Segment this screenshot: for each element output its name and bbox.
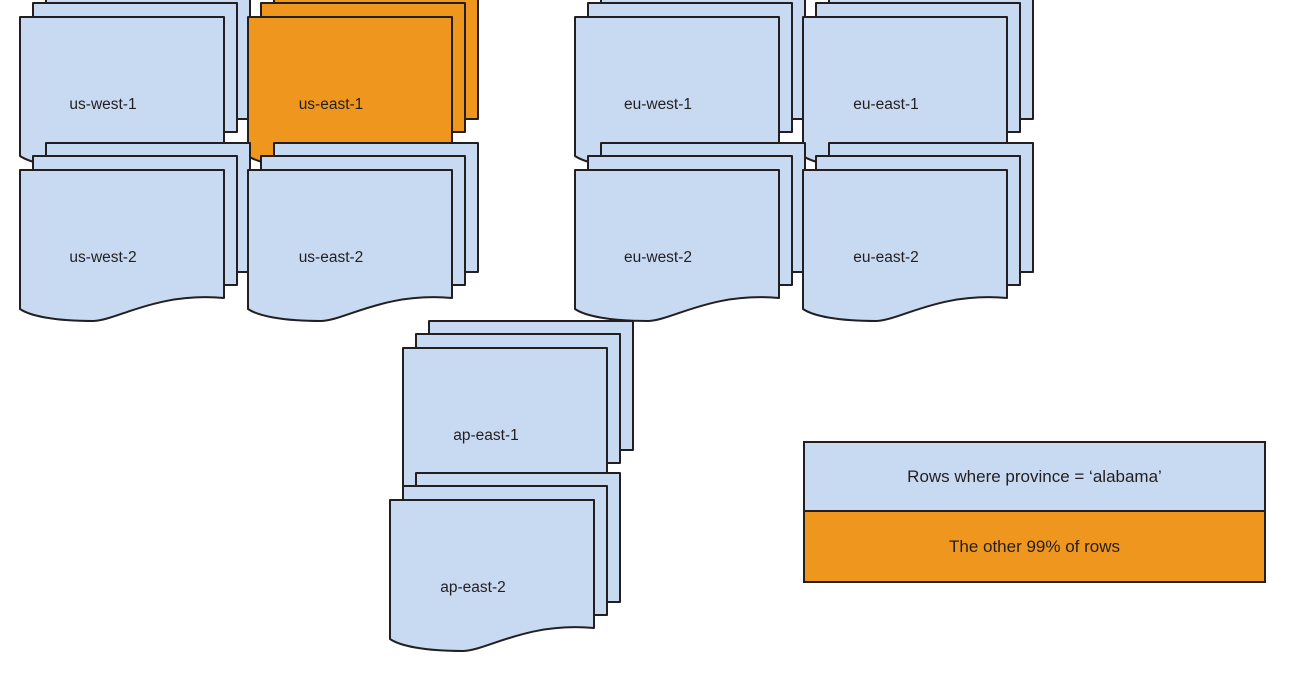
legend: Rows where province = ‘alabama’ The othe… (803, 441, 1266, 583)
stack-label-eu-west-1: eu-west-1 (623, 96, 693, 113)
document-stack-us-west-1[interactable] (19, 0, 251, 169)
stack-label-ap-east-2: ap-east-2 (440, 579, 506, 596)
legend-label-orange: The other 99% of rows (948, 536, 1121, 556)
stack-label-eu-west-2: eu-west-2 (623, 249, 693, 266)
stack-front-sheet (574, 169, 780, 322)
document-stack-eu-west-2[interactable] (574, 142, 806, 322)
stack-front-sheet (247, 169, 453, 322)
document-stack-ap-east-2[interactable] (389, 472, 621, 652)
document-stack-ap-east-1[interactable] (402, 320, 634, 500)
document-stack-eu-east-2[interactable] (802, 142, 1034, 322)
stack-label-us-west-1: us-west-1 (69, 96, 137, 113)
document-stack-eu-east-1[interactable] (802, 0, 1034, 169)
stack-label-us-west-2: us-west-2 (69, 249, 137, 266)
stack-label-us-east-1: us-east-1 (298, 96, 364, 113)
stack-label-us-east-2: us-east-2 (298, 249, 364, 266)
document-stack-us-east-2[interactable] (247, 142, 479, 322)
legend-row-blue: Rows where province = ‘alabama’ (805, 443, 1264, 512)
stack-front-sheet (19, 169, 225, 322)
legend-row-orange: The other 99% of rows (805, 512, 1264, 581)
stack-label-eu-east-1: eu-east-1 (853, 96, 919, 113)
document-stack-us-east-1[interactable] (247, 0, 479, 169)
document-stack-us-west-2[interactable] (19, 142, 251, 322)
stack-front-sheet (389, 499, 595, 652)
stack-label-eu-east-2: eu-east-2 (853, 249, 919, 266)
stack-front-sheet (802, 169, 1008, 322)
legend-label-blue: Rows where province = ‘alabama’ (907, 466, 1162, 486)
stack-label-ap-east-1: ap-east-1 (453, 427, 519, 444)
